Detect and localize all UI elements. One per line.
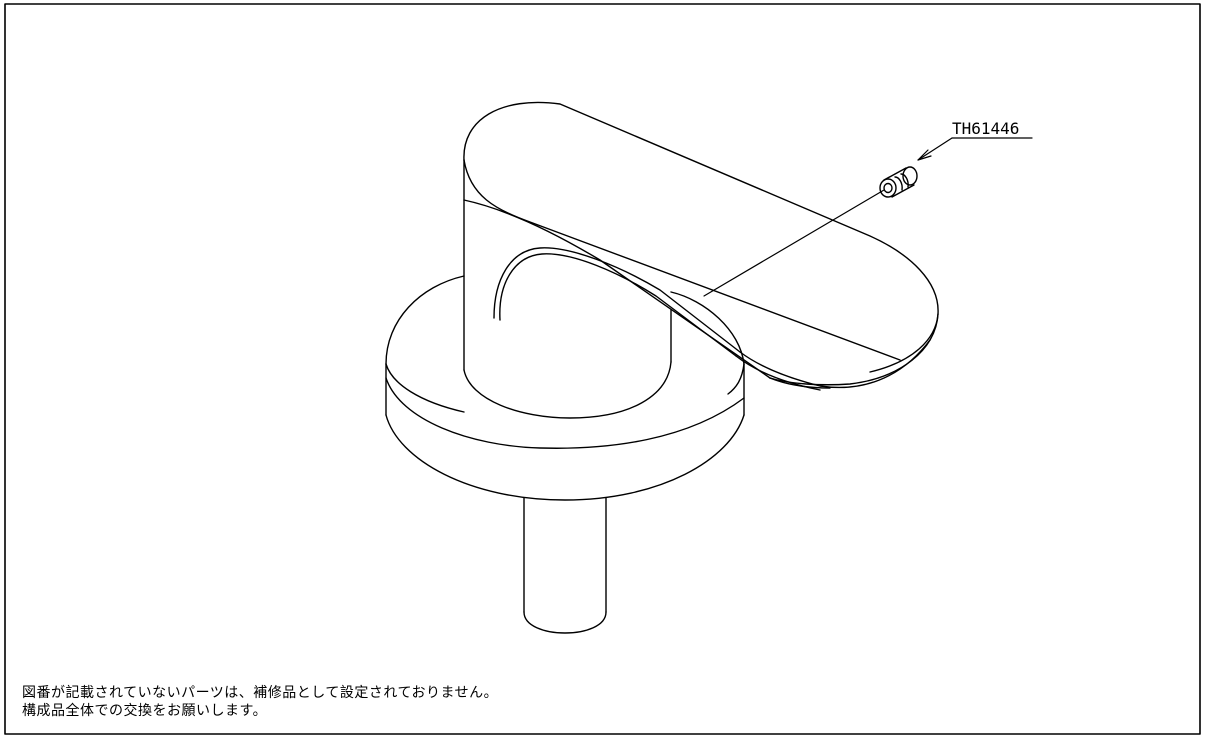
note-line-1: 図番が記載されていないパーツは、補修品として設定されておりません。 (22, 685, 499, 701)
lever-underside (463, 199, 931, 391)
body-cylinder (463, 159, 672, 419)
pin-part-th61446 (879, 166, 918, 198)
part-leader (917, 137, 1033, 161)
stem-cylinder (523, 497, 607, 634)
drawing-frame (4, 3, 1201, 735)
assembly-line (703, 189, 885, 297)
note-line-2: 構成品全体での交換をお願いします。 (22, 703, 268, 719)
faucet-lever-illustration (385, 101, 939, 634)
part-number-label: TH61446 (952, 119, 1019, 138)
base-disc (385, 275, 745, 501)
lever-top (463, 101, 939, 386)
